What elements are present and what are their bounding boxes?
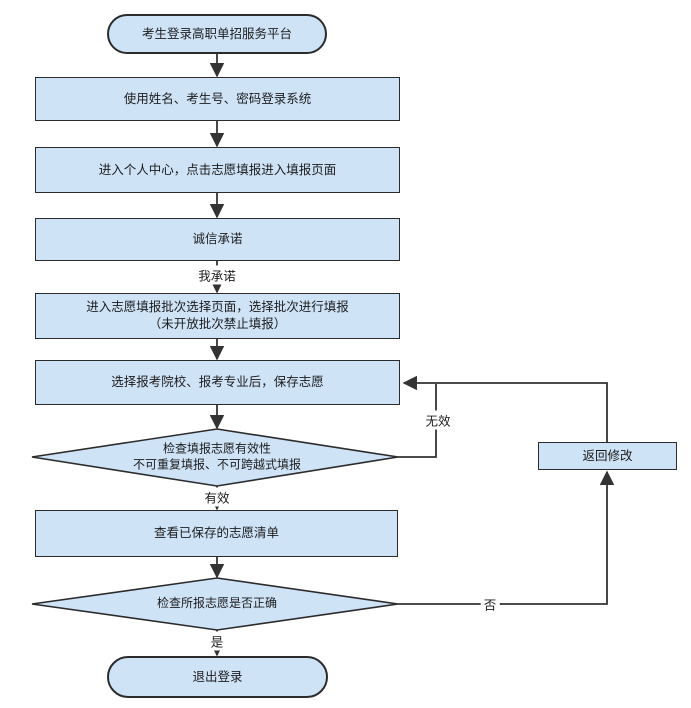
edge-label-yes: 是 [207,631,227,651]
decision-check-validity-label: 检查填报志愿有效性 不可重复填报、不可跨越式填报 [133,441,301,472]
decision-check-correct-line1: 检查所报志愿是否正确 [156,596,278,611]
edge-label-promise: 我承诺 [195,265,239,285]
node-start-label: 考生登录高职单招服务平台 [141,26,292,41]
node-integrity-label: 诚信承诺 [192,232,243,247]
edge-return-to-save [402,375,608,442]
edge-label-no: 否 [480,594,500,614]
node-view-saved-label: 查看已保存的志愿清单 [153,526,279,541]
node-batch-select-line2: （未开放批次禁止填报） [148,317,287,331]
node-start: 考生登录高职单招服务平台 [107,14,327,54]
node-return-modify-label: 返回修改 [582,448,633,463]
node-save-volunteer-label: 选择报考院校、报考专业后，保存志愿 [111,375,324,390]
edge-label-invalid: 无效 [422,410,454,430]
node-batch-select: 进入志愿填报批次选择页面，选择批次进行填报 （未开放批次禁止填报） [35,293,400,339]
node-logout-label: 退出登录 [192,669,243,684]
edge-label-valid: 有效 [201,487,233,507]
decision-check-correct-label: 检查所报志愿是否正确 [157,596,277,612]
node-view-saved: 查看已保存的志愿清单 [35,510,398,557]
decision-check-correct [31,577,399,631]
node-save-volunteer: 选择报考院校、报考专业后，保存志愿 [35,360,400,405]
node-return-modify: 返回修改 [538,442,677,470]
node-personal-center: 进入个人中心，点击志愿填报进入填报页面 [35,147,400,193]
edge-invalid-feedback [398,384,437,458]
node-logout: 退出登录 [107,656,328,698]
decision-check-validity [31,428,399,487]
edge-no-to-return [398,470,615,605]
node-login-label: 使用姓名、考生号、密码登录系统 [123,91,312,106]
node-personal-center-label: 进入个人中心，点击志愿填报进入填报页面 [98,162,337,177]
node-login: 使用姓名、考生号、密码登录系统 [35,77,400,121]
node-integrity: 诚信承诺 [35,218,400,261]
decision-check-validity-line2: 不可重复填报、不可跨越式填报 [132,457,302,471]
decision-check-validity-line1: 检查填报志愿有效性 [162,441,272,456]
node-batch-select-line1: 进入志愿填报批次选择页面，选择批次进行填报 [86,300,349,315]
